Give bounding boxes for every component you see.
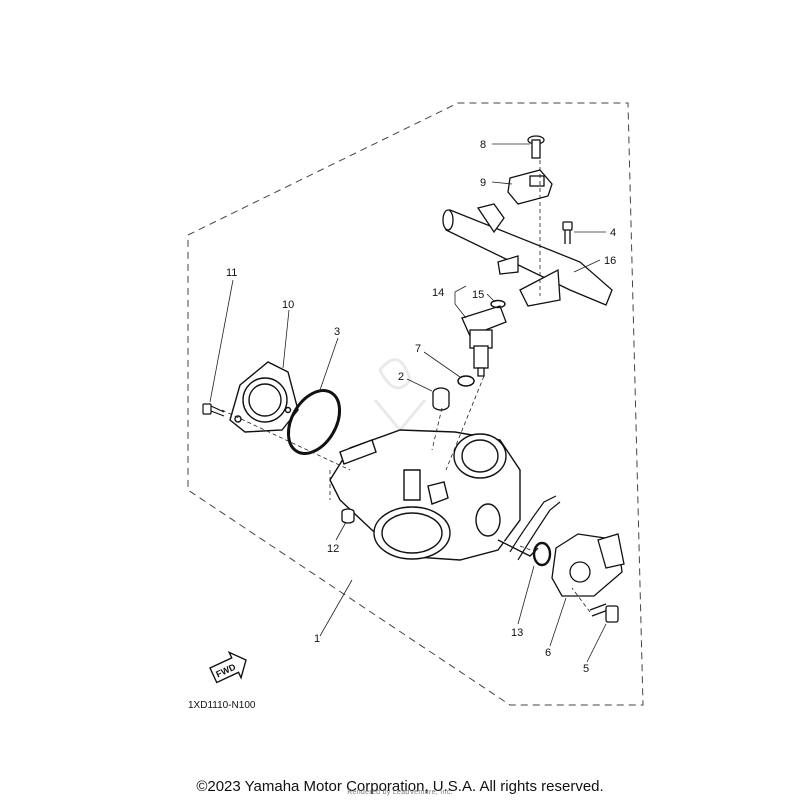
- callout-12: 12: [327, 543, 339, 555]
- sensor-9: [507, 169, 553, 205]
- callout-7: 7: [415, 343, 421, 355]
- o-ring-15: [490, 299, 506, 309]
- callout-14: 14: [432, 287, 444, 299]
- callout-10: 10: [282, 299, 294, 311]
- callout-9: 9: [480, 177, 486, 189]
- bolt-8: [527, 135, 545, 159]
- seal-7: [457, 375, 475, 387]
- callout-2: 2: [398, 371, 404, 383]
- fwd-arrow-icon: FWD: [209, 651, 247, 684]
- hose-outline: [509, 495, 557, 553]
- throttle-body-1: [329, 429, 539, 561]
- callout-1: 1: [314, 633, 320, 645]
- o-ring-3: [286, 389, 342, 455]
- fuel-rail-16: [442, 203, 613, 307]
- hose: [517, 501, 561, 561]
- callout-16: 16: [604, 255, 616, 267]
- callout-6: 6: [545, 647, 551, 659]
- leader-lines: [209, 143, 607, 663]
- callout-11: 11: [226, 267, 237, 279]
- injector-14: [461, 305, 507, 377]
- screw-4: [562, 221, 573, 244]
- callout-8: 8: [480, 139, 486, 151]
- collar-2: [432, 387, 450, 411]
- callout-4: 4: [610, 227, 616, 239]
- callout-15: 15: [472, 289, 484, 301]
- screw-5: [589, 603, 619, 623]
- screw-11: [202, 403, 225, 417]
- assembly-boundary: [187, 102, 644, 706]
- throttle-sensor-6: [551, 533, 625, 597]
- cap-12: [341, 508, 355, 524]
- figure-code: 1XD1110-N100: [188, 700, 256, 711]
- callout-13: 13: [511, 627, 523, 639]
- callout-3: 3: [334, 326, 340, 338]
- o-ring-13: [532, 541, 552, 567]
- rendered-by-text: Rendered by LeadVenture, Inc.: [347, 789, 453, 796]
- callout-5: 5: [583, 663, 589, 675]
- flange-plate-10: [229, 361, 299, 433]
- copyright-text: ©2023 Yamaha Motor Corporation, U.S.A. A…: [196, 778, 604, 795]
